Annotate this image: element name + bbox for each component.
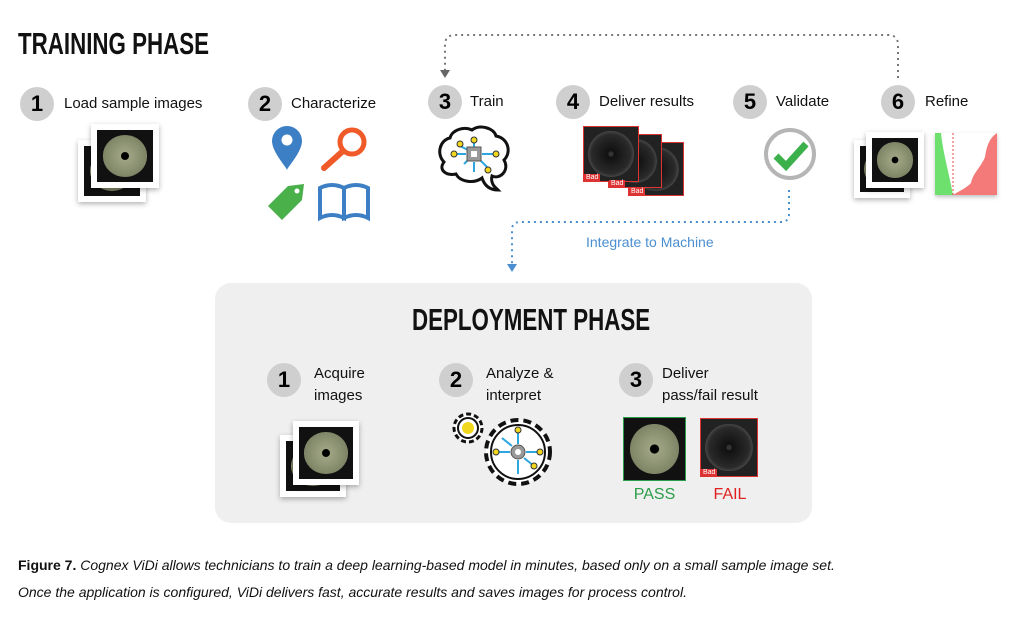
bad-tag: Bad <box>629 188 646 195</box>
figure-caption-line-1: Figure 7. Cognex ViDi allows technicians… <box>18 557 835 573</box>
step-number-2: 2 <box>248 87 282 121</box>
caption-text: Cognex ViDi allows technicians to train … <box>76 557 835 573</box>
step-label-deliver: Deliver results <box>599 93 695 110</box>
step-label-refine: Refine <box>925 93 969 110</box>
label-line: pass/fail result <box>662 387 758 404</box>
refine-image-front <box>866 132 924 188</box>
step-label-load: Load sample images <box>64 95 203 112</box>
gear-icon <box>484 418 552 486</box>
map-pin-icon <box>272 126 302 170</box>
bad-tag: Bad <box>701 469 718 476</box>
label-line: Deliver <box>662 365 709 382</box>
fail-image: Bad <box>700 418 758 477</box>
refine-loop-arrowhead <box>440 70 450 78</box>
deploy-step-label-deliver: Deliver pass/fail result <box>662 363 758 407</box>
label-line: interpret <box>486 387 542 404</box>
characterize-icons <box>268 126 370 222</box>
refine-chart-thumbnail <box>935 133 997 195</box>
step-label-validate: Validate <box>776 93 830 110</box>
step-number-4: 4 <box>556 85 590 119</box>
deploy-step-number-3: 3 <box>619 363 653 397</box>
figure-caption-line-2: Once the application is configured, ViDi… <box>18 584 687 600</box>
step-number-5: 5 <box>733 85 767 119</box>
label-line: images <box>314 387 363 404</box>
pass-image <box>623 417 686 481</box>
brain-chip-icon <box>438 125 510 192</box>
step-label-characterize: Characterize <box>291 95 377 112</box>
bad-tag: Bad <box>609 180 626 187</box>
integrate-label: Integrate to Machine <box>586 234 714 250</box>
gear-icon <box>452 412 484 444</box>
check-circle-icon <box>764 128 816 180</box>
step-number-3: 3 <box>428 85 462 119</box>
label-line: Acquire <box>314 365 365 382</box>
deploy-step-number-2: 2 <box>439 363 473 397</box>
deploy-step-number-1: 1 <box>267 363 301 397</box>
training-phase-title: TRAINING PHASE <box>18 26 209 61</box>
pass-label: PASS <box>633 486 676 503</box>
bad-tag: Bad <box>584 174 601 181</box>
tag-icon <box>268 184 304 220</box>
step-label-train: Train <box>470 93 504 110</box>
deploy-step-label-acquire: Acquire images <box>314 363 365 407</box>
deploy-step-label-analyze: Analyze & interpret <box>486 363 554 407</box>
refine-loop-arrow <box>444 34 899 78</box>
result-image-1: Bad <box>583 126 639 182</box>
integrate-arrowhead <box>507 264 517 272</box>
sample-image-front <box>91 124 159 188</box>
figure-number: Figure 7. <box>18 557 77 573</box>
label-line: Analyze & <box>486 365 554 382</box>
integrate-arrow <box>511 190 790 264</box>
deployment-phase-title: DEPLOYMENT PHASE <box>412 302 651 337</box>
book-icon <box>318 183 370 222</box>
gears-brain-icon <box>452 412 552 486</box>
step-number-1: 1 <box>20 87 54 121</box>
step-number-6: 6 <box>881 85 915 119</box>
magnifier-icon <box>321 127 367 171</box>
acquire-image-front <box>293 421 359 485</box>
fail-label: FAIL <box>713 486 747 503</box>
